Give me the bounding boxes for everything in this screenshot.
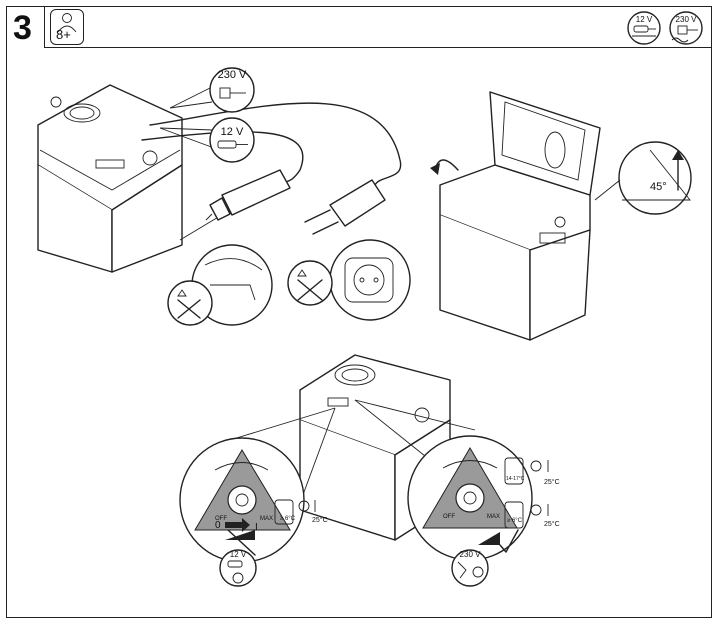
cooler-box-open — [430, 91, 601, 341]
right-max-label: MAX — [487, 514, 500, 520]
step-number: 3 — [13, 9, 32, 47]
ac-callout: 230 V — [169, 67, 255, 113]
header-rule — [44, 47, 712, 48]
right-setpoint-bottom: ≥ 6°C — [507, 518, 523, 524]
left-power-icon: 12 V — [219, 549, 257, 587]
ac-callout-label: 230 V — [218, 69, 247, 81]
right-ambient-top: 25°C — [544, 478, 560, 486]
left-switch-off: 0 — [215, 520, 221, 531]
left-setpoint: ≥ 6°C — [280, 516, 296, 522]
left-ambient: 25°C — [312, 516, 328, 524]
left-max-label: MAX — [260, 516, 273, 522]
header-ac-label: 230 V — [676, 15, 698, 24]
dc-callout-label: 12 V — [221, 126, 244, 138]
ac-cable — [149, 102, 402, 186]
right-power-icon: 230 V — [451, 549, 489, 587]
lid-angle-label: 45° — [650, 181, 667, 193]
right-ambient-bottom: 25°C — [544, 520, 560, 528]
header-dc-label: 12 V — [636, 15, 653, 24]
person-icon — [57, 13, 77, 33]
header-dc-icon: 12 V — [627, 11, 661, 45]
euro-plug-icon — [304, 179, 386, 235]
car-plug-icon — [205, 169, 291, 221]
right-power-label: 230 V — [460, 550, 482, 559]
lid-angle-callout: 45° — [594, 141, 692, 215]
control-panel-left: OFF MAX 0 I ≥ 6°C 25°C — [179, 407, 336, 563]
right-off-label: OFF — [443, 514, 455, 520]
cooler-box-left — [37, 84, 183, 273]
left-power-label: 12 V — [230, 550, 247, 559]
age-badge-label: 8+ — [56, 27, 71, 42]
right-setpoint-top: 14-17°C — [506, 476, 525, 482]
page-frame — [6, 6, 712, 618]
left-switch-on: I — [255, 522, 258, 533]
age-restriction-badge: 8+ — [50, 9, 84, 45]
left-off-label: OFF — [215, 516, 227, 522]
header-separator — [44, 6, 45, 47]
header-ac-icon: 230 V — [669, 11, 703, 45]
wall-socket-warning — [287, 239, 411, 321]
control-panel-right: OFF MAX 14-17°C 25°C ≥ 6°C 25°C — [354, 399, 560, 561]
dc-callout: 12 V — [159, 117, 255, 163]
car-socket-warning — [167, 244, 273, 326]
dc-cable — [141, 131, 304, 186]
